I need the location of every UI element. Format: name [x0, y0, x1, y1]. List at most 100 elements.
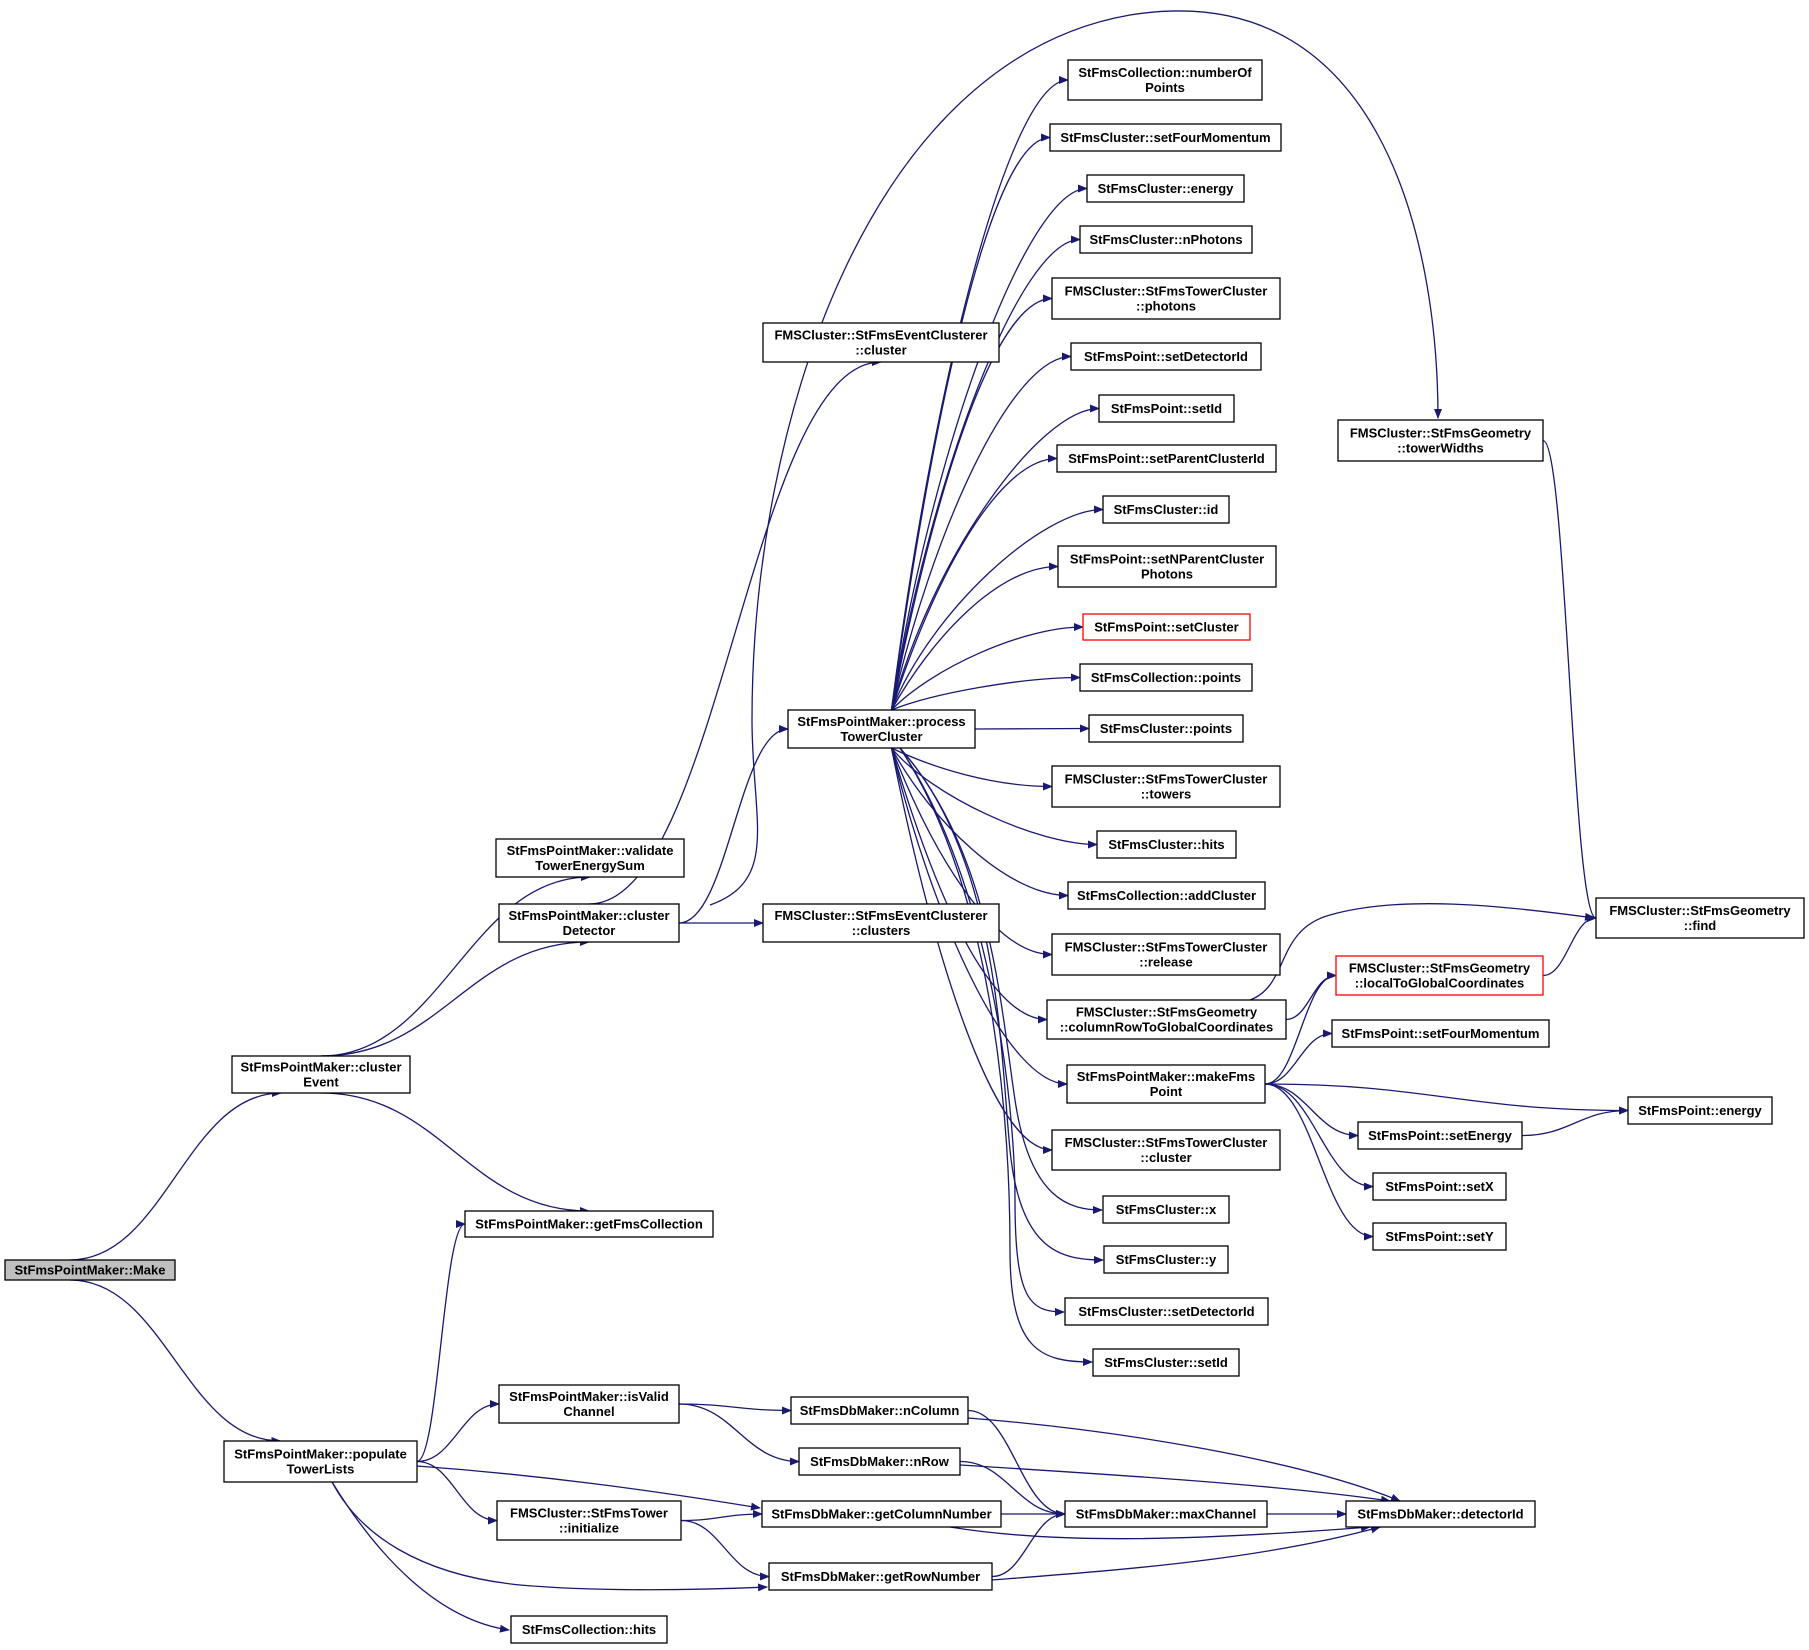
node-box[interactable] [1056, 444, 1277, 473]
node-stfmsdbmaker-nrow[interactable]: StFmsDbMaker::nRow [798, 1447, 961, 1476]
node-stfmscollection-hits[interactable]: StFmsCollection::hits [510, 1615, 668, 1644]
node-box[interactable] [798, 1447, 961, 1476]
node-box[interactable] [498, 1384, 680, 1424]
node-stfmspoint-setfourmomentum[interactable]: StFmsPoint::setFourMomentum [1331, 1019, 1550, 1048]
node-box[interactable] [1067, 881, 1266, 910]
node-stfmscluster-setdetectorid[interactable]: StFmsCluster::setDetectorId [1064, 1297, 1269, 1326]
node-box[interactable] [1088, 714, 1244, 743]
node-box[interactable] [1057, 545, 1277, 588]
node-box[interactable] [464, 1210, 714, 1238]
node-stfmscluster-points[interactable]: StFmsCluster::points [1088, 714, 1244, 743]
node-box[interactable] [496, 1500, 682, 1541]
node-fmscluster-stfmstowercluster-photons[interactable]: FMSCluster::StFmsTowerCluster::photons [1051, 277, 1281, 320]
node-box[interactable] [1627, 1096, 1773, 1125]
node-stfmspoint-setparentclusterid[interactable]: StFmsPoint::setParentClusterId [1056, 444, 1277, 473]
node-box[interactable] [1102, 1195, 1230, 1224]
node-box[interactable] [1067, 59, 1263, 101]
node-box[interactable] [1049, 123, 1282, 152]
node-box[interactable] [1372, 1172, 1507, 1201]
node-fmscluster-stfmstowercluster-towers[interactable]: FMSCluster::StFmsTowerCluster::towers [1051, 765, 1281, 808]
node-box[interactable] [510, 1615, 668, 1644]
node-stfmscluster-setid[interactable]: StFmsCluster::setId [1092, 1348, 1240, 1377]
node-box[interactable] [1092, 1348, 1240, 1377]
node-box[interactable] [1595, 897, 1805, 939]
node-box[interactable] [1082, 613, 1251, 641]
node-fmscluster-stfmsgeometry-towerwidths[interactable]: FMSCluster::StFmsGeometry::towerWidths [1337, 419, 1544, 462]
node-fmscluster-stfmseventclusterer-cluster[interactable]: FMSCluster::StFmsEventClusterer::cluster [762, 322, 1000, 363]
node-box[interactable] [1337, 419, 1544, 462]
node-stfmspoint-setx[interactable]: StFmsPoint::setX [1372, 1172, 1507, 1201]
node-stfmscluster-y[interactable]: StFmsCluster::y [1103, 1245, 1229, 1274]
node-fmscluster-stfmsgeometry-find[interactable]: FMSCluster::StFmsGeometry::find [1595, 897, 1805, 939]
node-box[interactable] [1357, 1121, 1523, 1150]
node-fmscluster-stfmsgeometry-columnrowtoglobalcoordinates[interactable]: FMSCluster::StFmsGeometry::columnRowToGl… [1046, 999, 1287, 1040]
node-box[interactable] [1335, 955, 1544, 996]
node-stfmspointmaker-getfmscollection[interactable]: StFmsPointMaker::getFmsCollection [464, 1210, 714, 1238]
node-box[interactable] [1051, 765, 1281, 808]
node-box[interactable] [1103, 1245, 1229, 1274]
node-box[interactable] [495, 838, 685, 878]
node-box[interactable] [790, 1396, 969, 1425]
node-box[interactable] [1102, 495, 1230, 524]
node-stfmscluster-hits[interactable]: StFmsCluster::hits [1096, 830, 1237, 859]
node-fmscluster-stfmstowercluster-release[interactable]: FMSCluster::StFmsTowerCluster::release [1051, 933, 1281, 976]
node-box[interactable] [231, 1055, 411, 1094]
node-box[interactable] [1345, 1500, 1536, 1528]
node-box[interactable] [1064, 1500, 1268, 1528]
node-box[interactable] [223, 1440, 418, 1483]
node-stfmscluster-nphotons[interactable]: StFmsCluster::nPhotons [1079, 225, 1253, 254]
node-box[interactable] [1372, 1222, 1507, 1251]
node-box[interactable] [1096, 830, 1237, 859]
node-box[interactable] [498, 903, 680, 943]
node-box[interactable] [1070, 342, 1262, 371]
node-box[interactable] [1331, 1019, 1550, 1048]
node-box[interactable] [1086, 174, 1245, 203]
node-stfmspointmaker-make[interactable]: StFmsPointMaker::Make [4, 1259, 176, 1281]
node-stfmscluster-setfourmomentum[interactable]: StFmsCluster::setFourMomentum [1049, 123, 1282, 152]
node-box[interactable] [1064, 1297, 1269, 1326]
node-stfmscluster-x[interactable]: StFmsCluster::x [1102, 1195, 1230, 1224]
node-stfmspoint-sety[interactable]: StFmsPoint::setY [1372, 1222, 1507, 1251]
node-fmscluster-stfmstower-initialize[interactable]: FMSCluster::StFmsTower::initialize [496, 1500, 682, 1541]
node-fmscluster-stfmsgeometry-localtoglobalcoordinates[interactable]: FMSCluster::StFmsGeometry::localToGlobal… [1335, 955, 1544, 996]
node-box[interactable] [1051, 1129, 1281, 1171]
node-box[interactable] [1046, 999, 1287, 1040]
node-box[interactable] [1051, 277, 1281, 320]
node-stfmspoint-setid[interactable]: StFmsPoint::setId [1098, 394, 1235, 423]
node-stfmscluster-energy[interactable]: StFmsCluster::energy [1086, 174, 1245, 203]
node-box[interactable] [4, 1259, 176, 1281]
node-stfmscollection-addcluster[interactable]: StFmsCollection::addCluster [1067, 881, 1266, 910]
node-box[interactable] [1079, 225, 1253, 254]
node-stfmscollection-points[interactable]: StFmsCollection::points [1079, 663, 1253, 692]
node-box[interactable] [1051, 933, 1281, 976]
node-box[interactable] [761, 1500, 1002, 1528]
node-fmscluster-stfmseventclusterer-clusters[interactable]: FMSCluster::StFmsEventClusterer::cluster… [762, 903, 1000, 943]
node-box[interactable] [1098, 394, 1235, 423]
node-stfmspoint-setenergy[interactable]: StFmsPoint::setEnergy [1357, 1121, 1523, 1150]
node-stfmspoint-setcluster[interactable]: StFmsPoint::setCluster [1082, 613, 1251, 641]
node-stfmsdbmaker-maxchannel[interactable]: StFmsDbMaker::maxChannel [1064, 1500, 1268, 1528]
node-stfmsdbmaker-ncolumn[interactable]: StFmsDbMaker::nColumn [790, 1396, 969, 1425]
node-box[interactable] [768, 1562, 993, 1591]
node-box[interactable] [762, 903, 1000, 943]
node-stfmspoint-setdetectorid[interactable]: StFmsPoint::setDetectorId [1070, 342, 1262, 371]
node-box[interactable] [762, 322, 1000, 363]
node-box[interactable] [1079, 663, 1253, 692]
node-box[interactable] [1066, 1064, 1266, 1104]
node-fmscluster-stfmstowercluster-cluster[interactable]: FMSCluster::StFmsTowerCluster::cluster [1051, 1129, 1281, 1171]
node-stfmsdbmaker-getcolumnnumber[interactable]: StFmsDbMaker::getColumnNumber [761, 1500, 1002, 1528]
node-box[interactable] [787, 709, 976, 749]
node-stfmscluster-id[interactable]: StFmsCluster::id [1102, 495, 1230, 524]
node-stfmsdbmaker-getrownumber[interactable]: StFmsDbMaker::getRowNumber [768, 1562, 993, 1591]
node-stfmsdbmaker-detectorid[interactable]: StFmsDbMaker::detectorId [1345, 1500, 1536, 1528]
node-stfmspoint-energy[interactable]: StFmsPoint::energy [1627, 1096, 1773, 1125]
